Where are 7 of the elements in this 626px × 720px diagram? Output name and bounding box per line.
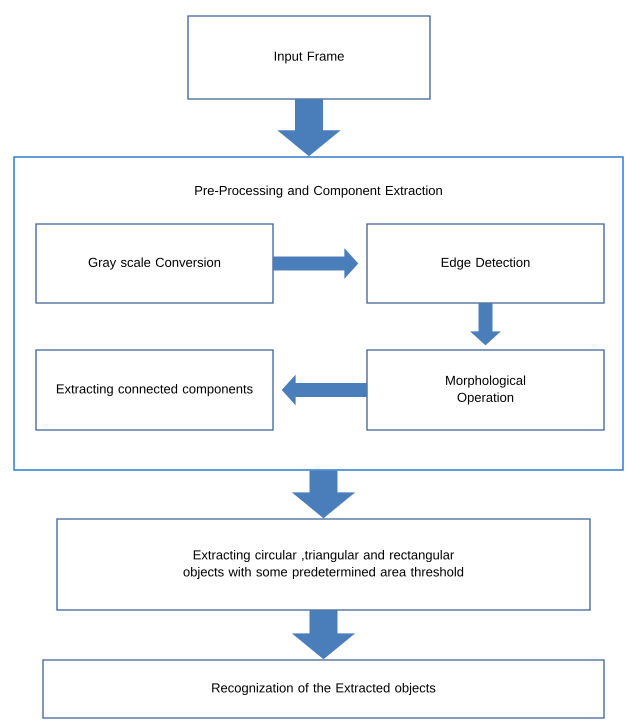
process-box: Gray scale Conversion bbox=[35, 223, 274, 304]
process-box: Edge Detection bbox=[366, 223, 605, 304]
process-box: Extracting connected components bbox=[35, 349, 274, 431]
process-box: Extracting circular ,triangular and rectangular objects with some predetermined area threshold bbox=[56, 518, 591, 611]
process-box: Input Frame bbox=[187, 15, 431, 100]
process-box: Morphological Operation bbox=[366, 349, 605, 431]
process-box: Recognization of the Extracted objects bbox=[42, 659, 605, 719]
